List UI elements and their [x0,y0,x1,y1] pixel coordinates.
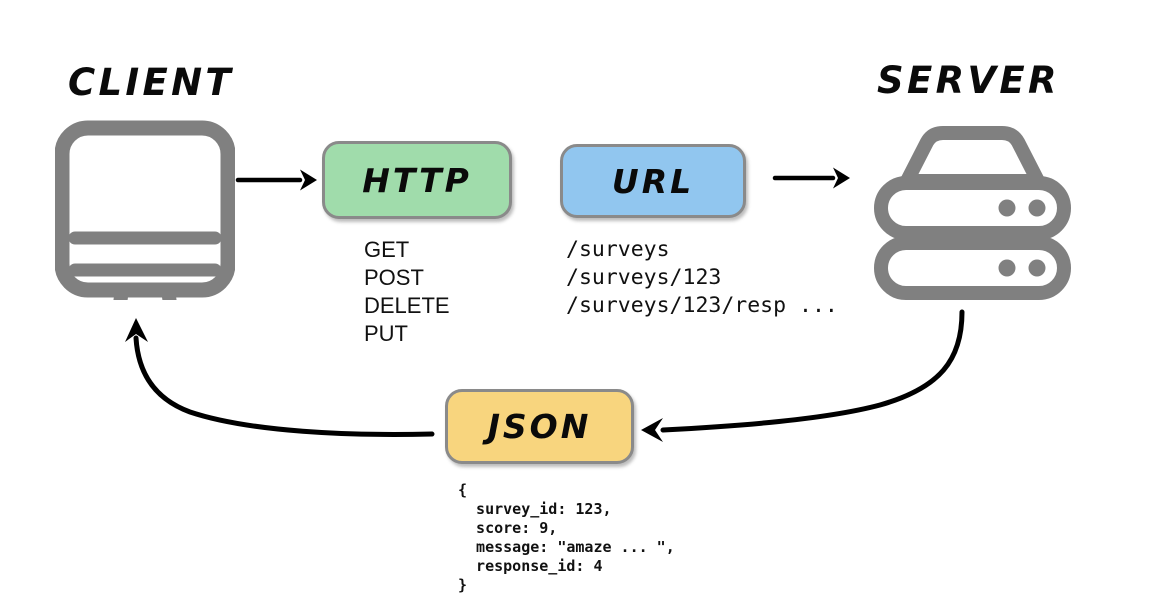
server-rack-icon [865,125,1080,300]
json-box[interactable]: JSON [445,389,634,464]
arrow-url-to-server [772,167,850,189]
server-title: SERVER [877,59,1060,102]
json-box-label: JSON [487,407,592,446]
http-box[interactable]: HTTP [322,141,512,219]
client-title: CLIENT [68,61,234,104]
url-box[interactable]: URL [560,144,746,218]
json-code-block: { survey_id: 123, score: 9, message: "am… [458,481,675,594]
http-box-label: HTTP [362,160,472,200]
url-paths-list: /surveys /surveys/123 /surveys/123/resp … [566,237,838,318]
desktop-monitor-icon [54,120,236,324]
arrow-json-to-client [125,318,435,437]
arrow-server-to-json [641,309,965,442]
arrow-client-to-http [235,169,317,191]
http-methods-list: GET POST DELETE PUT [364,237,450,346]
url-box-label: URL [611,161,695,201]
